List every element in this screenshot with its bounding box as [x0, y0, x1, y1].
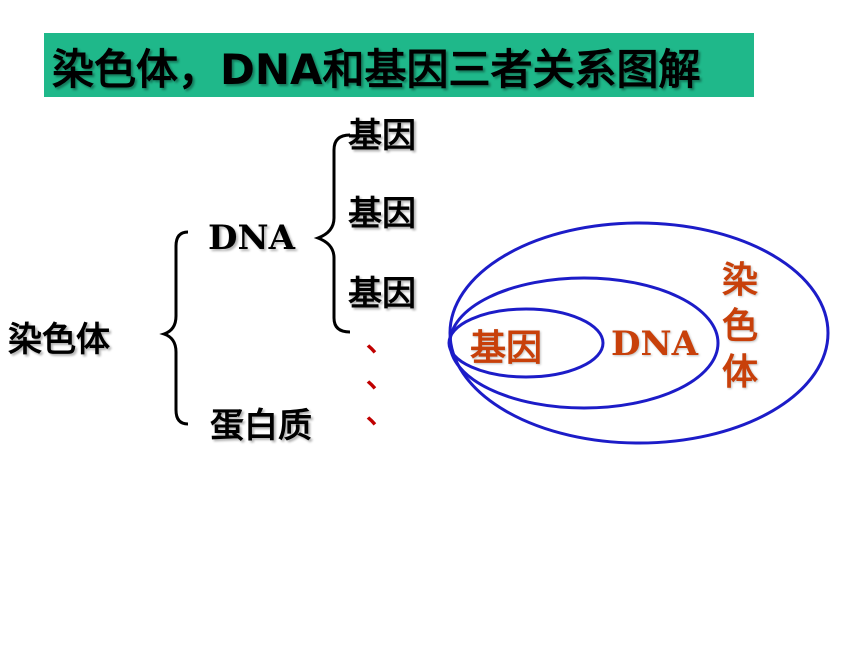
venn-chromosome-char-1: 染 [721, 260, 758, 301]
ellipsis-mark-2: 、 [366, 361, 395, 394]
root-brace [159, 230, 189, 426]
page-title: 染色体，DNA和基因三者关系图解 [52, 45, 701, 94]
tree-protein-label: 蛋白质 [210, 406, 312, 446]
chromosome-ellipse [448, 221, 830, 445]
tree-dna-label: DNA [208, 218, 295, 258]
venn-dna-label: DNA [611, 324, 698, 364]
tree-gene-label-1: 基因 [348, 116, 416, 156]
ellipsis-mark-3: 、 [366, 397, 395, 430]
title-banner [44, 33, 754, 97]
ellipsis-mark-1: 、 [366, 325, 395, 358]
dna-brace [313, 133, 351, 334]
tree-root-label: 染色体 [8, 320, 110, 360]
gene-ellipse [447, 307, 605, 379]
venn-chromosome-char-3: 体 [721, 352, 758, 393]
venn-chromosome-label: 染 色 体 [718, 258, 762, 396]
venn-chromosome-char-2: 色 [721, 306, 758, 347]
venn-gene-label: 基因 [470, 328, 543, 369]
tree-gene-label-3: 基因 [348, 274, 416, 314]
tree-gene-label-2: 基因 [348, 194, 416, 234]
